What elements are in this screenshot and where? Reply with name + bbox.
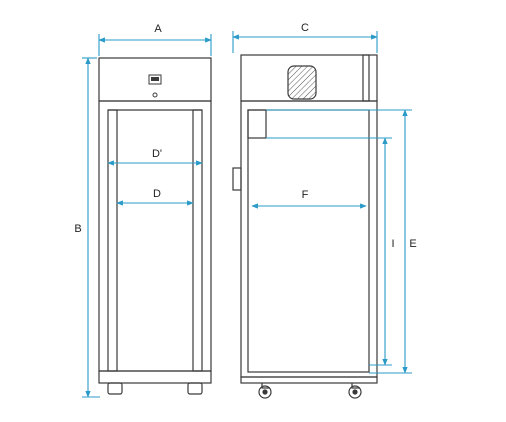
side-left-caster-wheel [258, 385, 272, 399]
front-view [98, 57, 212, 395]
front-base [98, 370, 212, 384]
front-right-post [192, 109, 203, 372]
display-icon [148, 74, 162, 85]
side-view [232, 54, 378, 384]
label-d-prime: D' [152, 148, 162, 160]
side-top-rear-panel [362, 54, 378, 102]
label-b: B [74, 223, 81, 235]
side-door-header [247, 109, 267, 139]
side-casters [258, 383, 362, 399]
side-right-caster-bracket [351, 383, 360, 389]
label-d: D [153, 188, 161, 200]
side-body [240, 100, 378, 378]
front-left-caster [107, 382, 123, 395]
label-f: F [302, 189, 309, 201]
label-a: A [154, 23, 162, 35]
vent-grille-icon [287, 65, 317, 100]
door-handle [232, 167, 242, 191]
side-door [247, 109, 370, 373]
side-base [240, 376, 378, 384]
front-power-button [152, 92, 158, 98]
side-left-caster-bracket [261, 383, 270, 389]
dimension-lines [82, 31, 412, 398]
front-body [98, 100, 212, 372]
side-right-caster-wheel [348, 385, 362, 399]
front-right-caster [187, 382, 203, 395]
label-e: E [409, 238, 416, 250]
front-left-post [107, 109, 118, 372]
label-c: C [301, 22, 309, 34]
dimension-labels: A B D' D C F E I [72, 22, 419, 251]
label-i: I [391, 238, 394, 250]
